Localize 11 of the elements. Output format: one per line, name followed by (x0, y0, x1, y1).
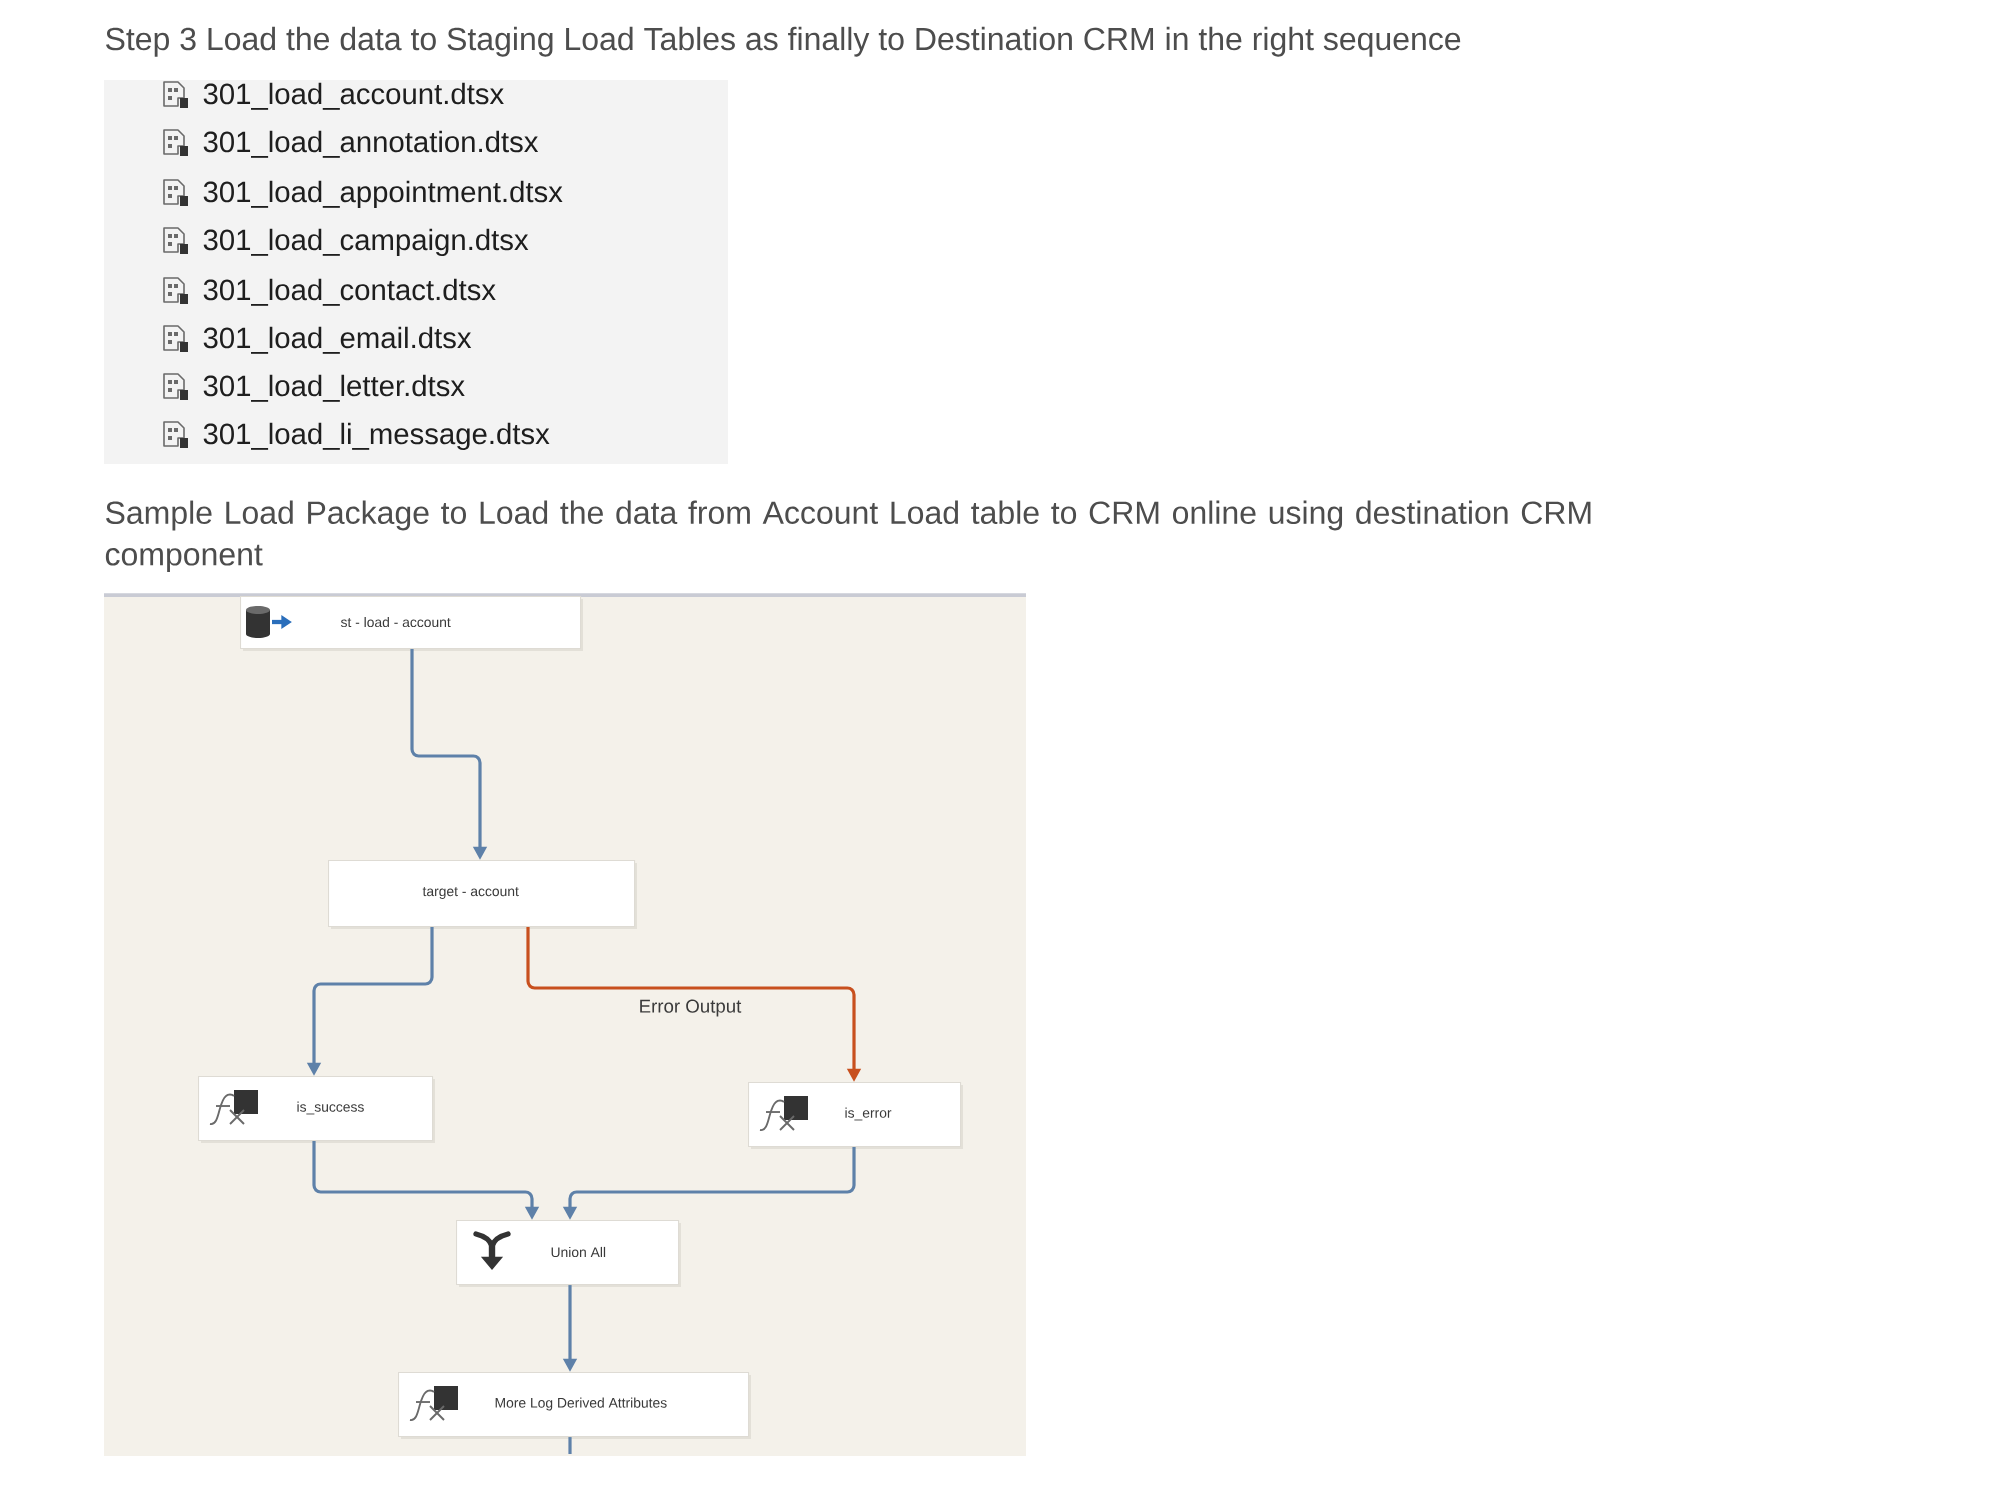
heading: Step 3 Load the data to Staging Load Tables as finally to Destination CRM in the right sequence (106, 26, 1461, 57)
file-name: 301_load_li_message.dtsx (203, 422, 550, 451)
file-name: 301_load_letter.dtsx (203, 374, 465, 402)
file-name: 301_load_campaign.dtsx (203, 228, 529, 257)
file-name: 301_load_contact.dtsx (203, 278, 496, 306)
file-name: 301_load_email.dtsx (203, 326, 472, 354)
file-name: 301_load_annotation.dtsx (203, 130, 539, 158)
description-text: Sample Load Package to Load the data from Account Load table to CRM online using destination CRM component (105, 500, 1591, 572)
connector-line (568, 1437, 572, 1454)
file-name: 301_load_account.dtsx (203, 82, 504, 110)
file-name: 301_load_appointment.dtsx (203, 180, 563, 209)
